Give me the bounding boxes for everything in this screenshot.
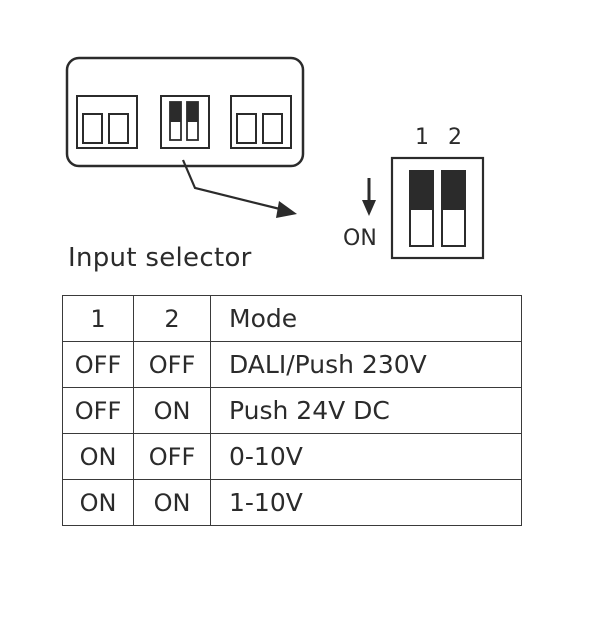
- left-terminal-block: [76, 95, 138, 149]
- on-label: ON: [343, 226, 377, 251]
- cell-switch-1: ON: [62, 479, 134, 526]
- table-row: ON OFF 0-10V: [62, 433, 522, 480]
- cell-mode: Push 24V DC: [210, 387, 522, 434]
- device-housing: [65, 56, 305, 168]
- table-header-row: 1 2 Mode: [62, 295, 522, 342]
- housing-dip-switch: [160, 95, 210, 149]
- cell-switch-1: OFF: [62, 387, 134, 434]
- cell-mode: 1-10V: [210, 479, 522, 526]
- right-terminal-block: [230, 95, 292, 149]
- header-switch-2: 2: [133, 295, 211, 342]
- cell-switch-2: OFF: [133, 341, 211, 388]
- cell-switch-2: OFF: [133, 433, 211, 480]
- pointer-arrow-icon: [181, 159, 297, 218]
- header-switch-1: 1: [62, 295, 134, 342]
- enlarged-dip-switch: [390, 156, 485, 260]
- table-row: OFF OFF DALI/Push 230V: [62, 341, 522, 388]
- cell-mode: DALI/Push 230V: [210, 341, 522, 388]
- switch-number-2: 2: [448, 125, 462, 150]
- down-arrow-icon: [362, 178, 376, 216]
- cell-switch-1: ON: [62, 433, 134, 480]
- switch-number-1: 1: [415, 125, 429, 150]
- cell-switch-1: OFF: [62, 341, 134, 388]
- header-mode: Mode: [210, 295, 522, 342]
- cell-mode: 0-10V: [210, 433, 522, 480]
- input-selector-caption: Input selector: [68, 243, 252, 273]
- cell-switch-2: ON: [133, 479, 211, 526]
- table-row: ON ON 1-10V: [62, 479, 522, 526]
- mode-table: 1 2 Mode OFF OFF DALI/Push 230V OFF ON P…: [62, 295, 522, 526]
- table-row: OFF ON Push 24V DC: [62, 387, 522, 434]
- cell-switch-2: ON: [133, 387, 211, 434]
